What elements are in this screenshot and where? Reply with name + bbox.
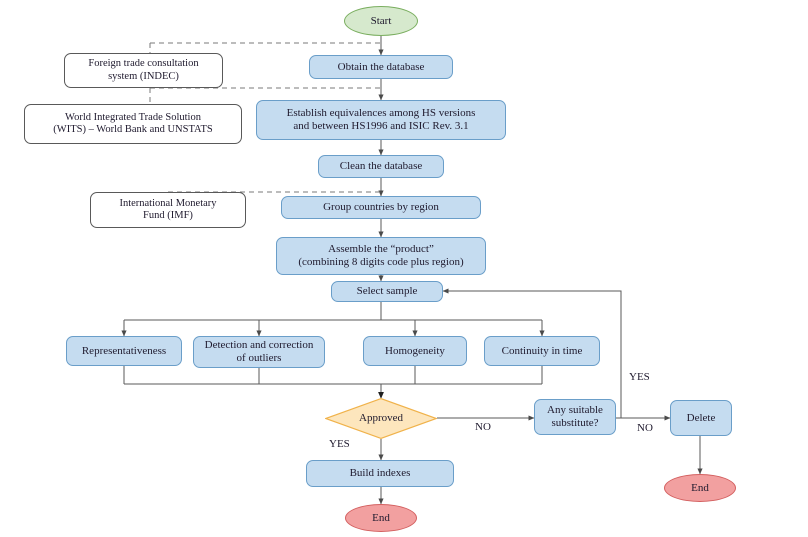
node-start-label: Start: [370, 14, 392, 27]
node-delete[interactable]: Delete: [670, 400, 732, 436]
source-wits-line2: (WITS) – World Bank and UNSTATS: [53, 124, 213, 135]
node-continuity-in-time[interactable]: Continuity in time: [484, 336, 600, 366]
node-obtain-database[interactable]: Obtain the database: [309, 55, 453, 79]
node-delete-label: Delete: [686, 411, 716, 424]
node-end-delete-label: End: [691, 481, 709, 494]
node-representativeness-label: Representativeness: [81, 344, 167, 357]
node-assemble-line2: (combining 8 digits code plus region): [298, 256, 464, 268]
edge-criteria-fanin: [123, 366, 543, 399]
node-clean-database-label: Clean the database: [339, 160, 423, 173]
node-homogeneity[interactable]: Homogeneity: [363, 336, 467, 366]
node-group-countries[interactable]: Group countries by region: [281, 196, 481, 219]
edge-label-substitute-no: NO: [637, 422, 653, 434]
source-wits-line1: World Integrated Trade Solution: [65, 111, 201, 123]
node-build-indexes[interactable]: Build indexes: [306, 460, 454, 487]
node-approved-label: Approved: [359, 412, 403, 425]
source-imf-line1: International Monetary: [119, 197, 217, 209]
node-end-delete[interactable]: End: [664, 474, 736, 502]
source-indec-line1: Foreign trade consultation: [88, 58, 199, 70]
node-select-sample[interactable]: Select sample: [331, 281, 443, 302]
edge-label-substitute-yes: YES: [629, 371, 650, 383]
node-select-sample-label: Select sample: [356, 285, 418, 298]
node-continuity-label: Continuity in time: [501, 344, 583, 357]
node-detection-outliers[interactable]: Detection and correction of outliers: [193, 336, 325, 368]
node-establish-equivalences[interactable]: Establish equivalences among HS versions…: [256, 100, 506, 140]
node-detection-line2: of outliers: [236, 352, 282, 364]
source-imf[interactable]: International Monetary Fund (IMF): [90, 192, 246, 228]
node-homogeneity-label: Homogeneity: [385, 344, 445, 357]
edge-select-fanout: [121, 302, 545, 337]
node-build-indexes-label: Build indexes: [349, 467, 411, 480]
node-start[interactable]: Start: [344, 6, 418, 36]
node-group-countries-label: Group countries by region: [323, 201, 439, 214]
diamond-shape-icon: [325, 398, 437, 439]
source-indec-line2: system (INDEC): [108, 70, 179, 82]
node-assemble-product[interactable]: Assemble the “product” (combining 8 digi…: [276, 237, 486, 275]
source-indec[interactable]: Foreign trade consultation system (INDEC…: [64, 53, 223, 88]
node-establish-line1: Establish equivalences among HS versions: [286, 107, 476, 120]
node-end-main-label: End: [372, 511, 390, 524]
node-substitute-line1: Any suitable: [547, 404, 603, 417]
edge-label-approved-no: NO: [475, 421, 491, 433]
source-imf-line2: Fund (IMF): [143, 210, 193, 221]
node-clean-database[interactable]: Clean the database: [318, 155, 444, 178]
node-detection-line1: Detection and correction: [204, 339, 314, 352]
source-wits[interactable]: World Integrated Trade Solution (WITS) –…: [24, 104, 242, 144]
node-obtain-database-label: Obtain the database: [337, 60, 425, 73]
node-any-suitable-substitute[interactable]: Any suitable substitute?: [534, 399, 616, 435]
node-substitute-line2: substitute?: [551, 417, 599, 429]
node-end-main[interactable]: End: [345, 504, 417, 532]
edge-label-approved-yes: YES: [329, 438, 350, 450]
node-approved-decision[interactable]: Approved: [325, 398, 437, 439]
node-representativeness[interactable]: Representativeness: [66, 336, 182, 366]
node-assemble-line1: Assemble the “product”: [328, 243, 434, 256]
node-establish-line2: and between HS1996 and ISIC Rev. 3.1: [293, 120, 469, 132]
